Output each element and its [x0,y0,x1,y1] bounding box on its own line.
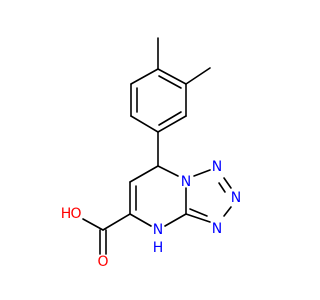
bond-ring-a1-a2 [157,68,187,85]
bond-n3-n4 [223,206,232,217]
bond-ring-a4-a5 [130,115,159,133]
atom-label-n2: N [212,159,222,175]
bond-nh-c3a [164,213,187,227]
bond-n2-n3-inner [218,182,226,193]
bond-methyl-right [185,67,211,85]
bond-c7-c6 [129,165,159,183]
bonds [82,37,232,255]
bond-ring-a3-a4-inner [158,111,182,126]
atom-label-oh-o: O [70,206,81,222]
atom-label-nh-h: H [153,240,164,256]
bond-c5-cooh [102,213,131,231]
atom-label-carbonyl-o: O [97,254,108,270]
bond-n2-n3 [223,177,232,189]
bond-n1-n2 [193,169,211,177]
atom-labels: N N N N N H H O O [61,159,242,270]
structure-diagram: N N N N N H H O O [61,37,242,270]
bond-n4-c3a-inner [189,208,208,217]
atom-label-n1: N [181,174,191,190]
atom-label-oh-h: H [61,206,72,222]
atom-label-n4: N [212,221,222,237]
atom-label-n3: N [231,190,241,206]
bond-ring-a1-a2-inner [158,75,182,89]
bond-c5-nh [129,213,152,227]
bond-ring-a3-a4 [157,115,187,133]
bond-n4-c3a [185,213,211,223]
bond-cooh-oh [82,218,104,231]
bond-n1-c7 [157,165,179,177]
molecule-canvas: N N N N N H H O O [61,37,242,270]
atom-label-nh-n: N [153,222,163,238]
bond-ring-a6-a1 [130,68,159,85]
